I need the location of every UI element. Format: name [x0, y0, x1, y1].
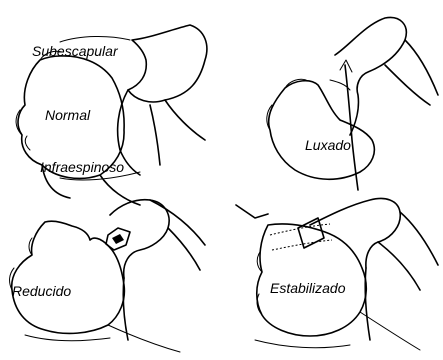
panel-estabilizado: Estabilizado [236, 199, 438, 351]
scapula-body [385, 40, 438, 105]
label-infraespinoso: Infraespinoso [40, 159, 124, 175]
label-subescapular: Subescapular [32, 43, 119, 59]
panel-luxado: Luxado [267, 17, 438, 190]
muscle-lines [25, 325, 180, 352]
surgical-graft [298, 218, 324, 248]
glenoid-outline [310, 199, 400, 269]
scapula-body [378, 212, 438, 290]
glenoid-outline [128, 25, 207, 102]
scapula-body [150, 200, 205, 270]
surgical-anchor [236, 205, 268, 218]
panel-normal: Subescapular Normal Infraespinoso [16, 25, 207, 205]
label-reducido: Reducido [12, 283, 71, 299]
capsule-notch [330, 60, 352, 90]
label-normal: Normal [45, 107, 91, 123]
scapula-spine [150, 100, 205, 165]
humeral-head-texture [16, 51, 62, 150]
bankart-fragment-fill [112, 234, 124, 244]
label-luxado: Luxado [305, 137, 351, 153]
label-estabilizado: Estabilizado [270, 280, 346, 296]
panel-reducido: Reducido [10, 200, 205, 352]
